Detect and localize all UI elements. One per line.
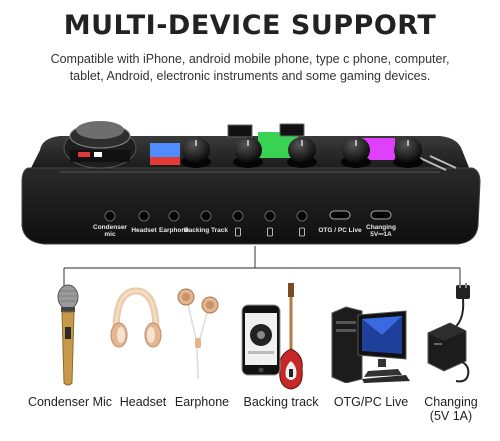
accessory-label-otg-pc-live: OTG/PC Live (326, 395, 416, 409)
usb-c-port-charging (370, 210, 392, 220)
knob-2 (233, 137, 263, 168)
subtitle-line-1: Compatible with iPhone, android mobile p… (50, 52, 450, 66)
phone-icon (235, 227, 241, 237)
port-label-backing-track: Backing Track (182, 227, 230, 234)
port-label-text: Headset (131, 227, 157, 234)
accessory-label-text: Headset (119, 395, 167, 409)
connection-lines (63, 246, 461, 290)
port-label-text: Earphone (159, 227, 189, 234)
port-label-condenser-mic: Condenser mic (88, 224, 132, 238)
knob-4 (341, 137, 371, 168)
port-label-text: mic (104, 231, 116, 238)
knob-5 (393, 137, 423, 168)
jack-earphone (168, 210, 180, 222)
knob-1 (181, 137, 211, 168)
accessory-label-text: Changing (424, 395, 478, 409)
phone-guitar-icon (241, 283, 303, 390)
port-label-text: Condenser (93, 224, 127, 231)
headphones-icon (110, 287, 162, 348)
pad-blue (150, 143, 180, 157)
subtitle-line-2: tablet, Android, electronic instruments … (69, 69, 431, 83)
accessory-label-headset: Headset (108, 395, 178, 409)
jack-phone-3 (296, 210, 308, 222)
accessory-label-text: Earphone (174, 395, 230, 409)
accessory-label-backing-track: Backing track (236, 395, 326, 409)
port-label-headset: Headset (126, 227, 162, 234)
usb-c-port-otg (329, 210, 351, 220)
jack-phone-1 (232, 210, 244, 222)
jack-condenser-mic (104, 210, 116, 222)
knob-3 (287, 137, 317, 168)
port-label-earphone: Earphone (156, 227, 192, 234)
accessory-label-changing: Changing (5V 1A) (418, 395, 484, 423)
page-subtitle: Compatible with iPhone, android mobile p… (20, 51, 480, 85)
port-label-text: Changing (366, 224, 396, 231)
jack-headset (138, 210, 150, 222)
port-label-text: Backing Track (183, 227, 229, 234)
phone-icon (299, 227, 305, 237)
main-dial (63, 121, 137, 169)
microphone-icon (57, 284, 79, 386)
accessory-label-earphone: Earphone (166, 395, 238, 409)
port-label-text: 5V⎓1A (370, 231, 392, 238)
accessory-label-text: OTG/PC Live (333, 395, 409, 409)
accessory-label-text: Backing track (243, 395, 319, 409)
accessory-label-condenser-mic: Condenser Mic (20, 395, 120, 409)
port-label-text: OTG / PC Live (318, 227, 362, 234)
page-title: MULTI-DEVICE SUPPORT (63, 10, 437, 41)
earphones-icon (177, 288, 219, 380)
jack-backing-track (200, 210, 212, 222)
sound-card-device (21, 121, 481, 245)
port-label-otg: OTG / PC Live (318, 227, 362, 234)
computer-icon (331, 306, 410, 383)
accessory-label-text: (5V 1A) (429, 409, 473, 423)
accessory-label-text: Condenser Mic (27, 395, 113, 409)
phone-icon (267, 227, 273, 237)
pad-red (150, 157, 180, 165)
jack-phone-2 (264, 210, 276, 222)
port-label-charging: Changing 5V⎓1A (361, 224, 401, 238)
power-adapter-icon (427, 283, 470, 383)
